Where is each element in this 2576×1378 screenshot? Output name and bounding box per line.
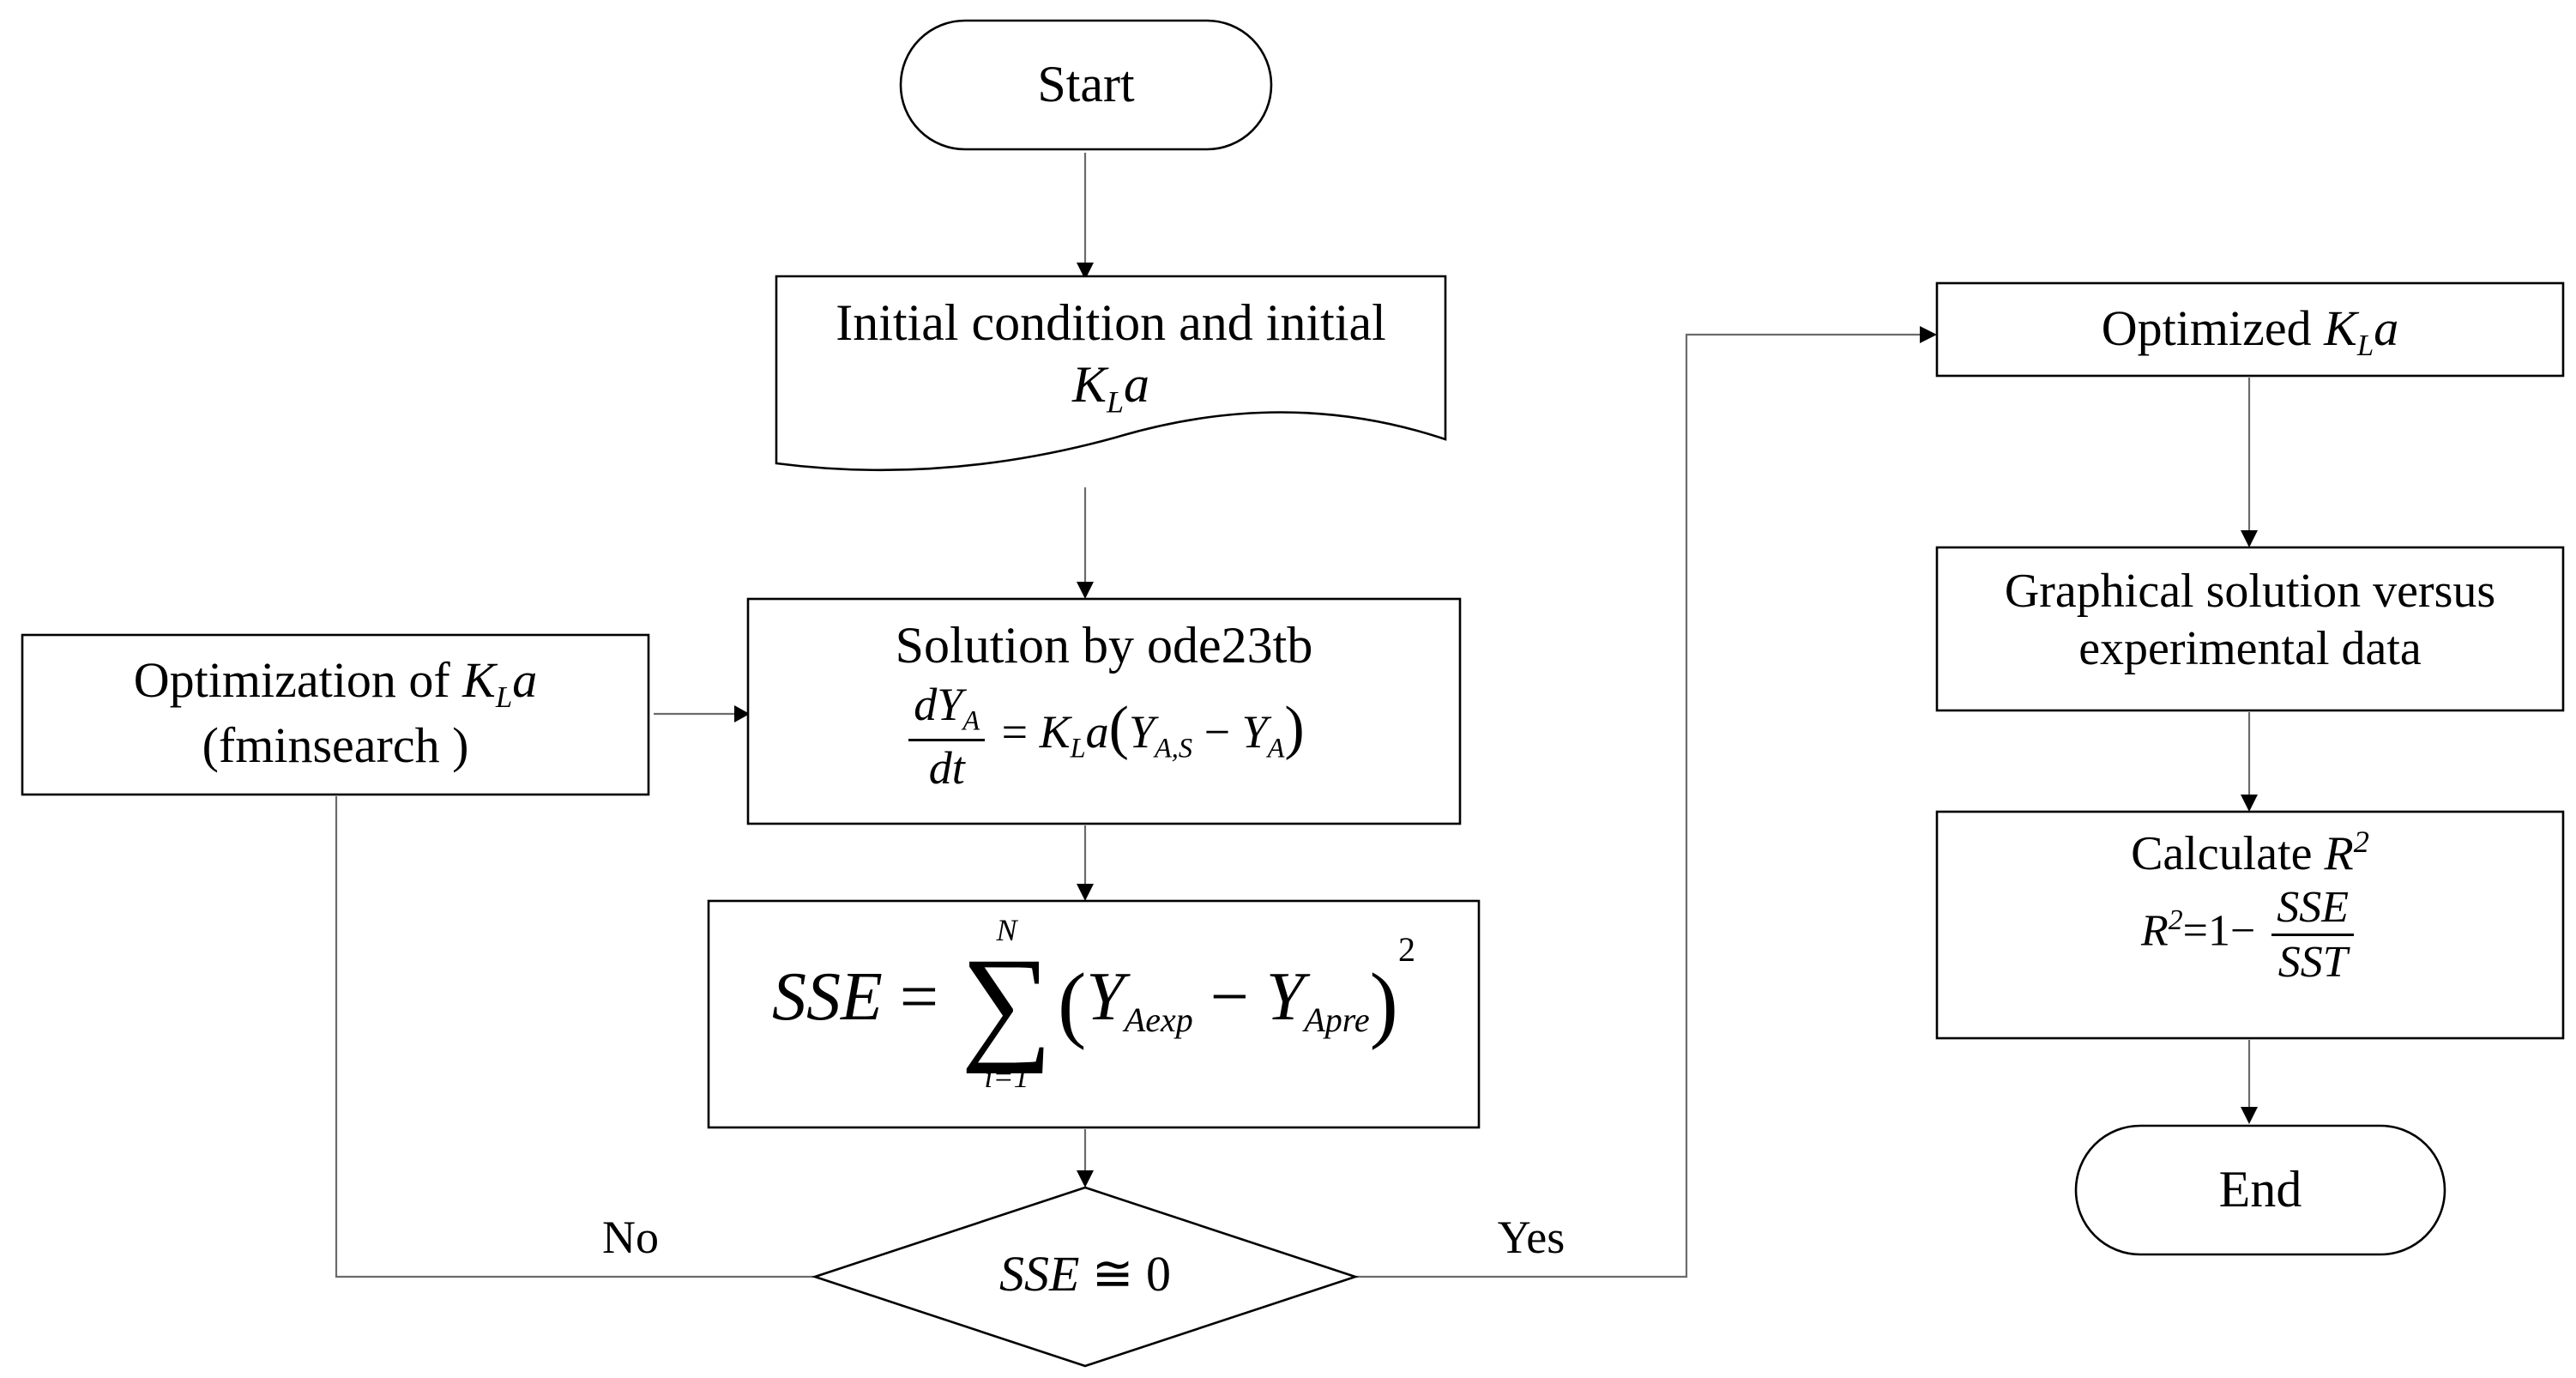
sse-sst-fraction: SSE SST xyxy=(2271,883,2355,987)
start-terminal xyxy=(899,19,1273,151)
graphical-box xyxy=(1935,546,2565,712)
decision-diamond xyxy=(811,1186,1360,1368)
solution-label: Solution by ode23tb dYA dt = KLa(YA,S − … xyxy=(748,614,1460,794)
kla-a: a xyxy=(1124,356,1150,413)
graphical-label: Graphical solution versus experimental d… xyxy=(1937,563,2563,678)
calculate-box xyxy=(1935,810,2565,1040)
calculate-equation: R2=1− SSE SST xyxy=(1937,883,2563,987)
arrowhead-optimized xyxy=(1920,326,1937,343)
arrowhead-solution xyxy=(1077,582,1094,599)
graphical-line2: experimental data xyxy=(2078,622,2422,676)
kla-k: K xyxy=(1071,356,1107,413)
yes-label: Yes xyxy=(1497,1212,1566,1263)
arrowhead-decision xyxy=(1077,1170,1094,1188)
arrowhead-graphical xyxy=(2241,530,2258,547)
start-label: Start xyxy=(1037,56,1135,112)
optimization-line2: (fminsearch ) xyxy=(202,716,469,773)
initial-label: Initial condition and initial KLa xyxy=(776,292,1445,421)
summation: N ∑ i=1 xyxy=(961,915,1053,1092)
arrowhead-sse xyxy=(1077,884,1094,901)
end-label: End xyxy=(2218,1161,2302,1218)
optimization-box xyxy=(21,633,650,796)
dya-dt-fraction: dYA dt xyxy=(908,679,986,794)
edge-yes-loop xyxy=(1355,333,1921,1278)
kla-sub: L xyxy=(1107,384,1125,420)
no-label: No xyxy=(602,1212,659,1263)
solution-equation: dYA dt = KLa(YA,S − YA) xyxy=(748,679,1460,794)
solution-process-box xyxy=(746,597,1462,825)
graphical-line1: Graphical solution versus xyxy=(2004,565,2496,618)
sum-upper: N xyxy=(996,913,1017,947)
arrowhead-solution-left xyxy=(734,705,750,722)
sse-process-box xyxy=(707,899,1481,1129)
sse-equals: = xyxy=(899,958,939,1035)
optimized-label: Optimized KLa xyxy=(2101,300,2399,363)
sum-sigma: ∑ xyxy=(961,932,1053,1074)
arrowhead-calculate xyxy=(2241,795,2258,812)
sse-power: 2 xyxy=(1397,929,1415,969)
sse-equation: SSE = N ∑ i=1 (YAexp − YApre)2 xyxy=(772,913,1415,1094)
solution-title: Solution by ode23tb xyxy=(895,617,1313,674)
optimization-line1: Optimization of KLa xyxy=(133,652,538,715)
end-terminal xyxy=(2074,1124,2446,1256)
optimization-label: Optimization of KLa (fminsearch ) xyxy=(22,650,649,776)
calculate-label: Calculate R2 R2=1− SSE SST xyxy=(1937,824,2563,988)
optimized-box xyxy=(1935,281,2565,378)
decision-label: SSE ≅ 0 xyxy=(998,1246,1172,1302)
calculate-title: Calculate R2 xyxy=(2131,825,2369,881)
initial-document-shape xyxy=(775,275,1447,472)
arrowhead-end xyxy=(2241,1107,2258,1124)
edge-no-loop xyxy=(335,796,815,1278)
sum-lower: i=1 xyxy=(984,1060,1029,1094)
sse-lhs: SSE xyxy=(772,958,883,1035)
initial-line1: Initial condition and initial xyxy=(836,294,1386,351)
arrowhead-initial xyxy=(1077,263,1094,280)
initial-kla: KLa xyxy=(776,354,1445,421)
